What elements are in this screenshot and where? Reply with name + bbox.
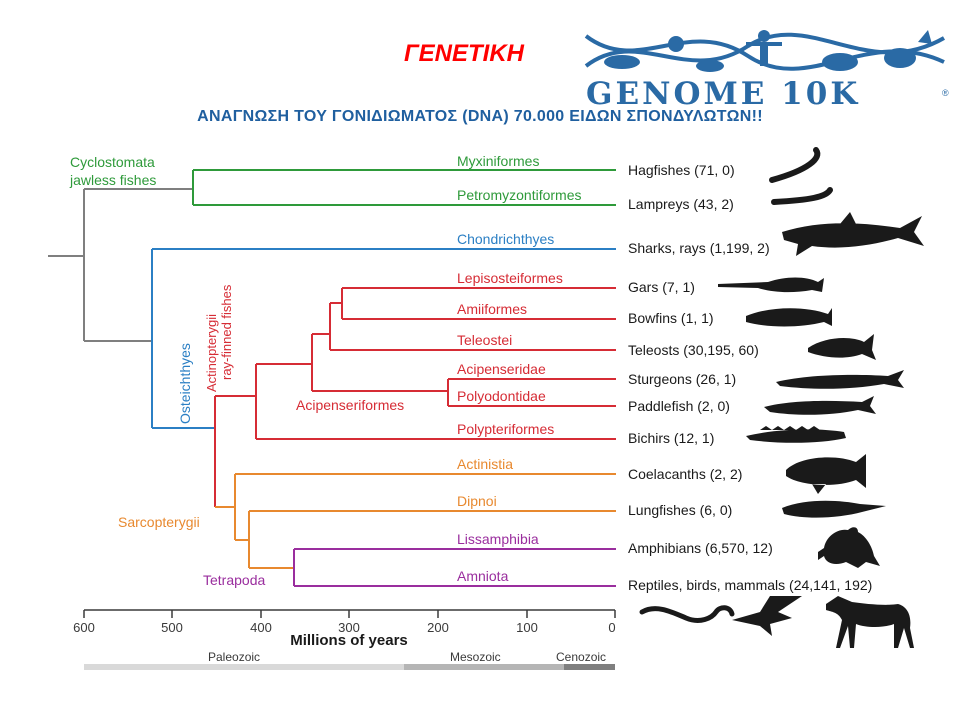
era-cenozoic: Cenozoic [556,650,606,664]
cyclostomata-branches [192,169,616,206]
clade-jawless-fishes: jawless fishes [69,172,156,188]
taxon-amphibians: Amphibians (6,570, 12) [628,540,773,556]
taxon-coelacanths: Coelacanths (2, 2) [628,466,742,482]
bichir-icon [746,426,846,443]
branch-label-actinistia: Actinistia [457,456,513,472]
branch-label-chondrichthyes: Chondrichthyes [457,231,554,247]
branch-label-lepisosteiformes: Lepisosteiformes [457,270,563,286]
tetrapoda-branches [293,548,616,587]
taxon-gars: Gars (7, 1) [628,279,695,295]
time-axis: 600 500 400 300 200 100 0 Millions of ye… [73,609,616,649]
clade-osteichthyes: Osteichthyes [177,343,193,424]
era-paleozoic: Paleozoic [208,650,260,664]
gar-icon [718,277,824,293]
taxon-paddlefish: Paddlefish (2, 0) [628,398,730,414]
axis-tick-600: 600 [73,620,95,635]
taxon-bichirs: Bichirs (12, 1) [628,430,714,446]
clade-tetrapoda: Tetrapoda [203,572,265,588]
taxon-bowfins: Bowfins (1, 1) [628,310,714,326]
era-bar-paleozoic [84,664,404,670]
horse-icon [826,596,914,648]
branch-label-polypteriformes: Polypteriformes [457,421,554,437]
branch-label-polyodontidae: Polyodontidae [457,388,546,404]
branch-label-lissamphibia: Lissamphibia [457,531,539,547]
axis-tick-200: 200 [427,620,449,635]
slide-title: ΓΕΝΕΤΙΚΗ [404,40,524,67]
era-bar-cenozoic [564,664,615,670]
hagfish-icon [769,147,821,183]
lamprey-icon [771,187,833,205]
paddlefish-icon [764,396,876,415]
clade-sarcopterygii: Sarcopterygii [118,514,200,530]
taxon-sturgeons: Sturgeons (26, 1) [628,371,736,387]
era-bar-mesozoic [404,664,564,670]
clade-ray-finned-fishes: ray-finned fishes [219,284,234,380]
bowfin-icon [746,308,832,327]
snake-icon [639,605,735,623]
sarcopterygii-branches [215,473,616,569]
slide-subtitle: ΑΝΑΓΝΩΣΗ ΤΟΥ ΓΟΝΙΔΙΩΜΑΤΟΣ (DNA) 70.000 Ε… [197,108,763,125]
taxon-lungfishes: Lungfishes (6, 0) [628,502,732,518]
genome-10k-logo: GENOME 10K ® [578,22,958,112]
taxon-lampreys: Lampreys (43, 2) [628,196,734,212]
root-branches [48,188,193,342]
clade-acipenseriformes: Acipenseriformes [296,397,404,413]
teleost-icon [808,334,876,360]
era-mesozoic: Mesozoic [450,650,501,664]
frog-icon [818,527,880,568]
axis-tick-500: 500 [161,620,183,635]
axis-tick-400: 400 [250,620,272,635]
taxon-teleosts: Teleosts (30,195, 60) [628,342,759,358]
branch-label-teleostei: Teleostei [457,332,512,348]
bird-icon [732,596,802,636]
branch-label-myxiniformes: Myxiniformes [457,153,539,169]
clade-cyclostomata: Cyclostomata [70,154,155,170]
axis-tick-100: 100 [516,620,538,635]
axis-title: Millions of years [290,632,408,649]
taxon-reptiles-birds-mammals: Reptiles, birds, mammals (24,141, 192) [628,577,872,593]
lungfish-icon [782,500,886,524]
geologic-era-bar: Paleozoic Mesozoic Cenozoic [84,650,615,670]
logo-registered-mark: ® [942,88,949,98]
branch-label-acipenseridae: Acipenseridae [457,361,546,377]
coelacanth-icon [786,454,866,494]
shark-icon [782,212,924,256]
branch-label-amniota: Amniota [457,568,509,584]
branch-label-amiiformes: Amiiformes [457,301,527,317]
taxon-sharks-rays: Sharks, rays (1,199, 2) [628,240,770,256]
chondrichthyes-branches [151,248,616,429]
branch-label-petromyzontiformes: Petromyzontiformes [457,187,581,203]
actinopterygii-branches [214,287,616,507]
logo-text: GENOME 10K [586,76,860,108]
clade-actinopterygii: Actinopterygii [204,314,219,392]
axis-tick-0: 0 [608,620,615,635]
taxon-hagfishes: Hagfishes (71, 0) [628,162,735,178]
axis-tick-300: 300 [338,620,360,635]
branch-label-dipnoi: Dipnoi [457,493,497,509]
sturgeon-icon [776,370,904,389]
